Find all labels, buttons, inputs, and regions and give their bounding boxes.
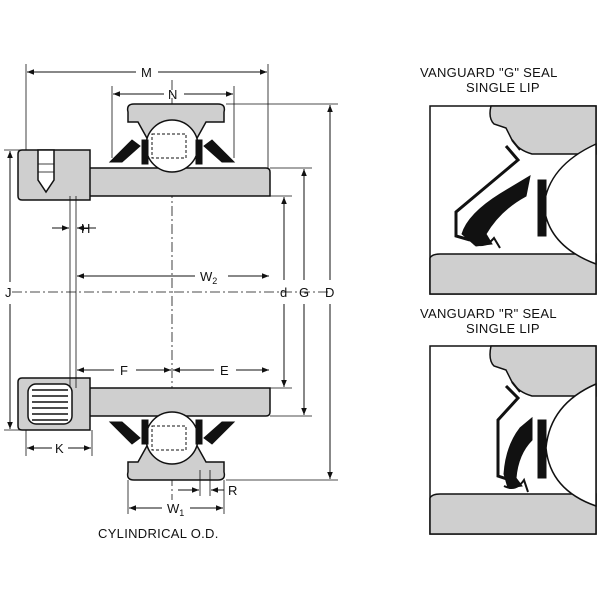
label-W1: W1: [167, 501, 184, 518]
label-E: E: [220, 363, 229, 378]
label-N: N: [168, 87, 177, 102]
r-seal-title: VANGUARD "R" SEAL: [420, 306, 557, 321]
label-H: H: [81, 221, 90, 236]
r-seal-detail: [429, 345, 597, 535]
label-J: J: [5, 285, 12, 300]
label-R: R: [228, 483, 237, 498]
label-K: K: [55, 441, 64, 456]
inner-ring-bottom: [75, 387, 271, 417]
r-seal-subtitle: SINGLE LIP: [466, 321, 540, 336]
ball-top: [145, 119, 199, 173]
inner-ring-top: [75, 167, 271, 197]
label-W2: W2: [200, 269, 217, 286]
label-d: d: [280, 285, 287, 300]
main-caption: CYLINDRICAL O.D.: [98, 526, 219, 541]
g-seal-subtitle: SINGLE LIP: [466, 80, 540, 95]
label-D: D: [325, 285, 334, 300]
label-M: M: [141, 65, 152, 80]
bearing-cross-section: [12, 80, 330, 500]
label-F: F: [120, 363, 128, 378]
dimensions: [4, 64, 338, 514]
ball-bottom: [145, 411, 199, 465]
g-seal-detail: [429, 105, 597, 295]
label-G: G: [299, 285, 309, 300]
g-seal-title: VANGUARD "G" SEAL: [420, 65, 558, 80]
